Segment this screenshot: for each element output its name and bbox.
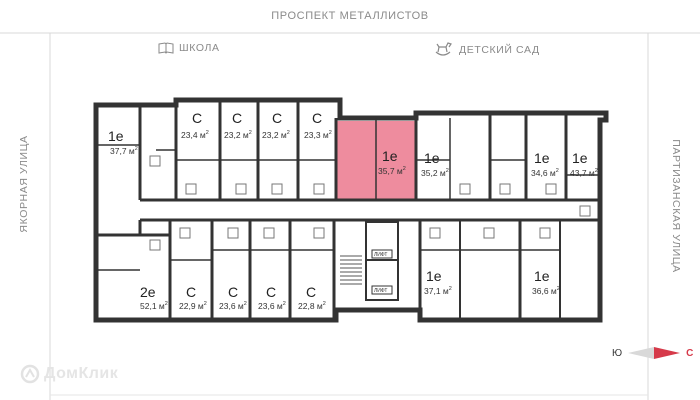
elevator-label: ЛИФТ xyxy=(374,288,387,294)
apartment-type-selected[interactable]: 1е xyxy=(382,148,398,164)
domclick-logo: ДомКлик xyxy=(20,364,118,384)
apartment-area: 23,2 м2 xyxy=(262,130,290,140)
elevator-label: ЛИФТ xyxy=(374,252,387,258)
apartment-area: 23,4 м2 xyxy=(181,130,209,140)
compass-north-label: С xyxy=(686,347,694,359)
apartment-type: 1е xyxy=(426,268,442,284)
apartment-area-selected: 35,7 м2 xyxy=(378,166,406,176)
apartment-area: 34,6 м2 xyxy=(531,168,559,178)
apartment-area: 23,2 м2 xyxy=(224,130,252,140)
apartment-area: 23,3 м2 xyxy=(304,130,332,140)
apartment-type: 1е xyxy=(424,150,440,166)
apartment-type: С xyxy=(306,284,317,300)
apartment-area: 37,1 м2 xyxy=(424,286,452,296)
compass-south-label: Ю xyxy=(612,347,623,359)
apartment-type: 1е xyxy=(572,150,588,166)
street-top-label: ПРОСПЕКТ МЕТАЛЛИСТОВ xyxy=(271,10,429,22)
apartment-type: С xyxy=(312,110,323,126)
compass: Ю С xyxy=(612,346,693,360)
book-icon xyxy=(158,42,174,54)
apartment-type: С xyxy=(266,284,277,300)
compass-arrow-icon xyxy=(628,347,681,359)
poi-school: ШКОЛА xyxy=(158,42,220,54)
apartment-area: 23,6 м2 xyxy=(258,301,286,311)
poi-kindergarten-label: ДЕТСКИЙ САД xyxy=(459,44,540,56)
apartment-type: 1е xyxy=(534,268,550,284)
apartment-area: 37,7 м2 xyxy=(110,146,138,156)
apartment-area: 35,2 м2 xyxy=(421,168,449,178)
apartment-type: 2е xyxy=(140,284,156,300)
apartment-type: С xyxy=(186,284,197,300)
logo-icon xyxy=(20,364,40,384)
poi-kindergarten: ДЕТСКИЙ САД xyxy=(432,42,540,58)
apartment-type: С xyxy=(192,110,203,126)
apartment-area: 22,8 м2 xyxy=(298,301,326,311)
apartment-type: С xyxy=(232,110,243,126)
apartment-area: 43,7 м2 xyxy=(570,168,598,178)
apartment-area: 52,1 м2 xyxy=(140,301,168,311)
apartment-type: С xyxy=(272,110,283,126)
apartment-area: 36,6 м2 xyxy=(532,286,560,296)
apartment-type: 1е xyxy=(534,150,550,166)
rocking-horse-icon xyxy=(435,42,452,56)
poi-school-label: ШКОЛА xyxy=(179,42,220,54)
apartment-type: 1е xyxy=(108,128,124,144)
apartment-area: 22,9 м2 xyxy=(179,301,207,311)
logo-text: ДомКлик xyxy=(44,365,119,382)
apartment-type: С xyxy=(228,284,239,300)
apartment-area: 23,6 м2 xyxy=(219,301,247,311)
